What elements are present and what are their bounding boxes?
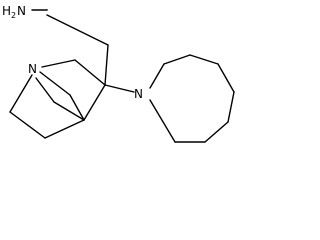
bond-quat-ch2-upper <box>74 59 106 86</box>
amine-subscript-label: 2 <box>11 11 16 20</box>
bond-azocane-1 <box>149 63 165 89</box>
bond-mid-bridgehead <box>53 101 85 121</box>
bond-nbridge-right <box>39 71 71 96</box>
bond-ch2-quaternary <box>104 44 109 86</box>
bond-azocane-4 <box>217 63 235 93</box>
bond-quat-azocane-n <box>104 84 135 93</box>
amine-n-label: N <box>17 4 26 18</box>
bond-azocane-6 <box>204 121 229 143</box>
bond-left-down-bottom <box>9 111 46 139</box>
bond-bridgehead-quat <box>83 84 106 121</box>
bond-nbridge-left-down <box>9 74 33 113</box>
amine-h-label: H <box>2 4 11 18</box>
bond-ch2-upper-nbridge <box>41 59 76 68</box>
bond-right-bridgehead <box>69 94 85 121</box>
bond-nh2-ch2 <box>46 14 109 46</box>
bond-lines <box>9 9 235 143</box>
chemical-structure: H 2 N N N <box>2 4 235 143</box>
bond-azocane-2 <box>163 54 191 65</box>
bond-azocane-8 <box>149 99 176 143</box>
bridgehead-n-label: N <box>28 62 37 76</box>
bond-azocane-3 <box>189 54 219 65</box>
atom-labels: H 2 N N N <box>2 4 143 101</box>
azocane-n-label: N <box>134 87 143 101</box>
bond-bottom-bridgehead <box>44 119 85 139</box>
bond-azocane-5 <box>227 91 235 123</box>
bond-nbridge-mid <box>35 77 55 103</box>
